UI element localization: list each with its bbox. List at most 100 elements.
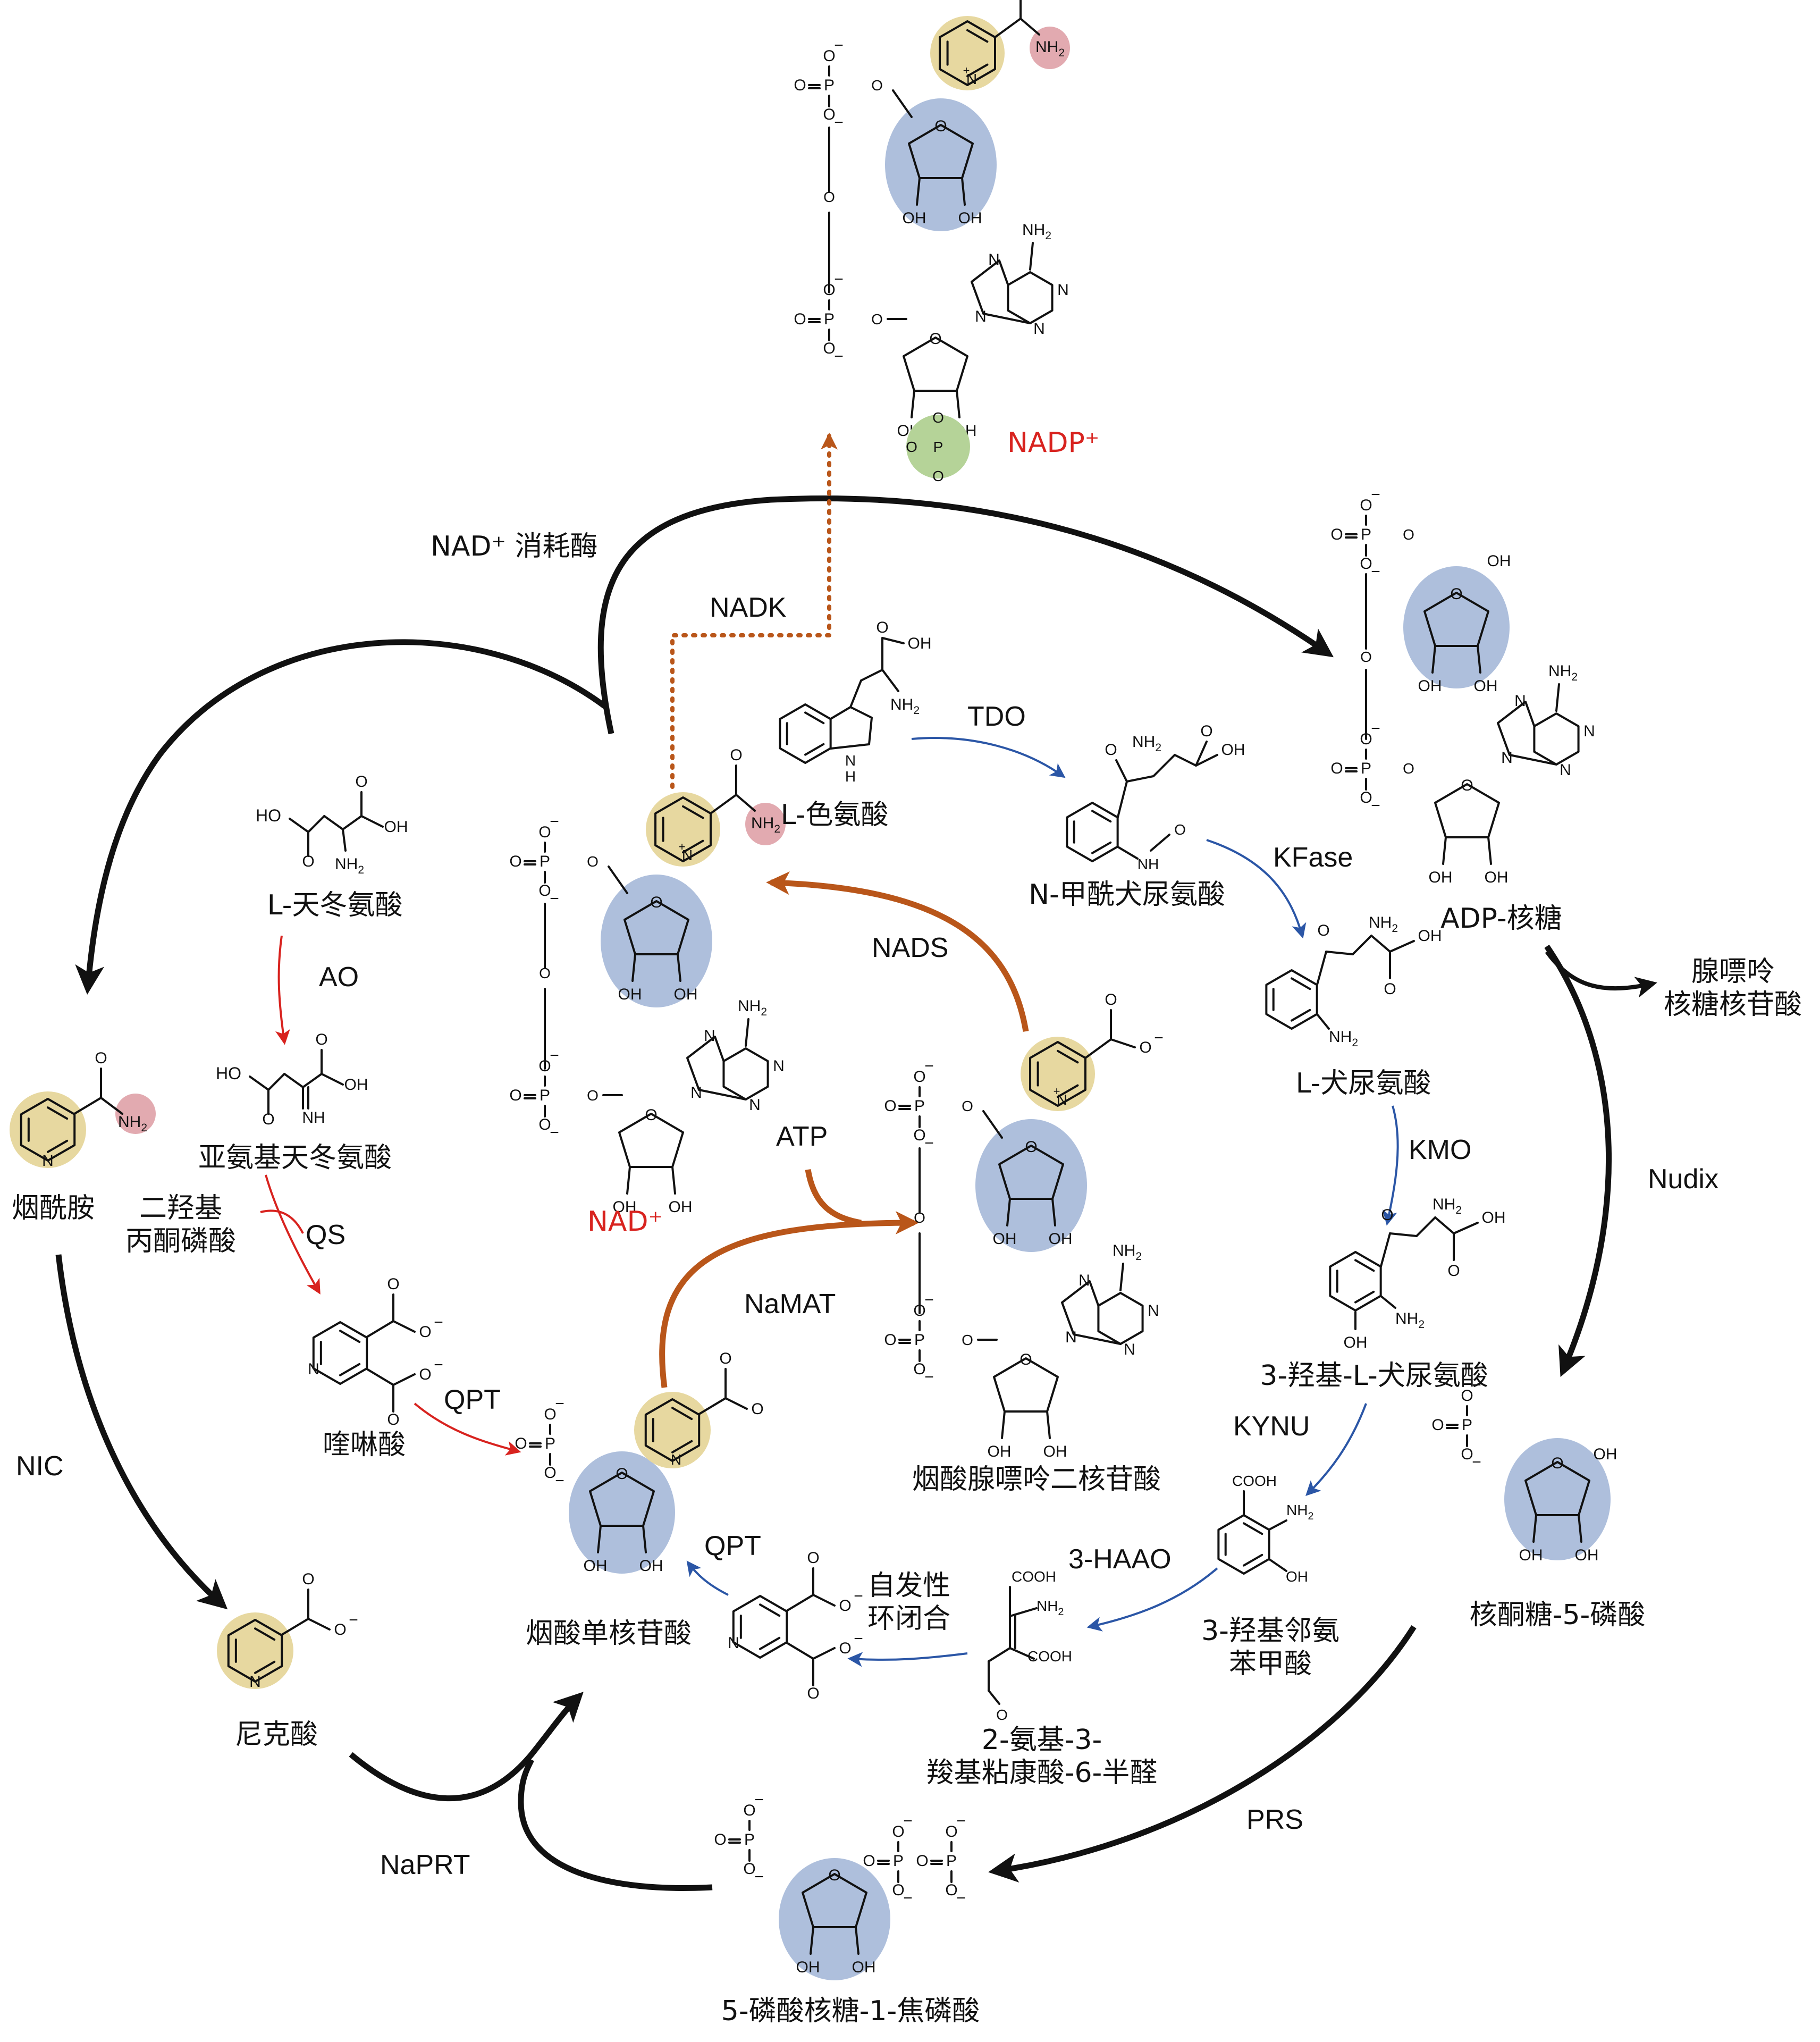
atom-label: O xyxy=(616,1465,628,1483)
amine-label: NH2 xyxy=(1433,1196,1462,1216)
bond xyxy=(1380,1295,1396,1309)
atom-label: O xyxy=(1450,585,1462,603)
atom-label: O xyxy=(1105,741,1117,759)
enzyme-nadk: NADK xyxy=(710,592,787,623)
bond xyxy=(1126,775,1155,783)
bond xyxy=(911,390,915,418)
atom-label: O xyxy=(996,1707,1008,1723)
atom-label: O xyxy=(1360,555,1372,573)
enzyme-nad-consuming: NAD⁺ 消耗酶 xyxy=(431,531,598,562)
atom-label: O xyxy=(302,853,314,870)
atom-label: OH xyxy=(1482,1209,1506,1226)
atom-label: N xyxy=(682,847,693,863)
bond xyxy=(860,669,883,682)
bond xyxy=(342,828,347,852)
atom-label: O xyxy=(1403,760,1414,777)
amine-label: NH2 xyxy=(1037,1598,1064,1618)
label-nfk: N-甲酰犬尿氨酸 xyxy=(1029,879,1225,911)
atom-label: O xyxy=(714,1831,726,1848)
atom-label: O xyxy=(645,1106,657,1124)
kynurenine-arrows xyxy=(686,737,1399,1667)
atom-label: H xyxy=(845,768,856,785)
aspartate-arrows xyxy=(260,935,521,1456)
atom-label: − xyxy=(854,1587,863,1605)
bond xyxy=(916,177,921,206)
bond xyxy=(1019,18,1040,36)
atom-label: OH xyxy=(852,1959,876,1976)
bond xyxy=(249,1075,269,1091)
atom-label: N xyxy=(704,1027,715,1045)
atom-label: − xyxy=(903,1889,913,1907)
bond xyxy=(710,794,737,814)
label-amp: 腺嘌呤核糖核苷酸 xyxy=(1664,956,1802,1021)
bond xyxy=(671,1166,676,1195)
atom-label: + xyxy=(679,840,686,853)
bond xyxy=(1532,1514,1537,1543)
arrow-na-to-namn xyxy=(349,1692,584,1802)
atom-label: O xyxy=(743,1860,755,1878)
ribose-highlight xyxy=(1403,566,1510,688)
structure-nadp: N+ONH2OOHOHOPOO−O−OPOO−O−OOOHOHNNNNNH2PO… xyxy=(794,0,1070,484)
atom-label: OH xyxy=(618,986,642,1003)
atom-label: − xyxy=(550,890,559,907)
atom-label: O xyxy=(823,47,835,65)
label-aspartate: L-天冬氨酸 xyxy=(267,889,403,921)
bond xyxy=(1316,951,1327,986)
atom-label: OH xyxy=(958,209,982,227)
enzyme-tdo: TDO xyxy=(967,701,1026,732)
bond xyxy=(1009,1607,1038,1617)
atom-label: O xyxy=(1174,821,1186,838)
bond xyxy=(671,1407,693,1421)
purine-five-ring xyxy=(1497,701,1557,766)
label-adp-ribose: ADP-核糖 xyxy=(1440,903,1562,935)
atom-label: O xyxy=(932,468,944,484)
bond xyxy=(392,1320,416,1333)
amine-label: NH2 xyxy=(890,696,920,717)
arrow-trp-to-nfk xyxy=(911,737,1066,778)
atom-label: P xyxy=(824,310,835,328)
bond xyxy=(698,1397,727,1415)
atom-label: OH xyxy=(1418,677,1442,695)
atom-label: OH xyxy=(1474,677,1498,695)
atom-label: − xyxy=(1371,720,1380,737)
atom-label: O xyxy=(515,1435,527,1452)
atom-label: O xyxy=(1360,730,1372,748)
enzyme-kmo: KMO xyxy=(1409,1135,1471,1165)
bond xyxy=(1117,846,1139,860)
bond xyxy=(1084,1038,1112,1059)
atom-label: N xyxy=(1583,722,1595,740)
bond xyxy=(392,1373,416,1386)
enzyme-haao: 3-HAAO xyxy=(1068,1544,1172,1575)
arrow-naad-to-nad xyxy=(766,871,1029,1032)
bond xyxy=(1046,1410,1051,1439)
atom-label: O xyxy=(839,1597,851,1615)
atom-label: OH xyxy=(1043,1443,1067,1460)
arrow-ia-to-qa xyxy=(265,1174,321,1295)
atom-label: O xyxy=(538,823,551,841)
atom-label: O xyxy=(1105,991,1117,1009)
atom-label: O xyxy=(823,340,835,357)
bond xyxy=(254,1660,276,1674)
atom-label: P xyxy=(744,1831,755,1848)
bond xyxy=(855,1926,860,1955)
atom-label: − xyxy=(434,1314,443,1331)
bond xyxy=(1001,1410,1006,1439)
amine-label: NH2 xyxy=(1548,662,1578,683)
bond xyxy=(1477,645,1481,674)
bond xyxy=(1291,977,1311,990)
label-prpp: 5-磷酸核糖-1-焦磷酸 xyxy=(721,1995,980,2027)
bond xyxy=(1174,754,1197,767)
amine-label: NH2 xyxy=(1113,1242,1142,1263)
purine-six-ring xyxy=(1533,712,1580,766)
bond xyxy=(1051,1198,1056,1226)
label-hydroxykynurenine: 3-羟基-L-犬尿氨酸 xyxy=(1260,1360,1488,1392)
atom-label: N xyxy=(1501,749,1513,767)
enzyme-labels: NAD⁺ 消耗酶 NADK TDO KFase KMO KYNU 3-HAAO … xyxy=(16,531,1718,1880)
atom-label: OH xyxy=(584,1557,608,1575)
arrow-r5p-to-prpp xyxy=(988,1625,1417,1883)
